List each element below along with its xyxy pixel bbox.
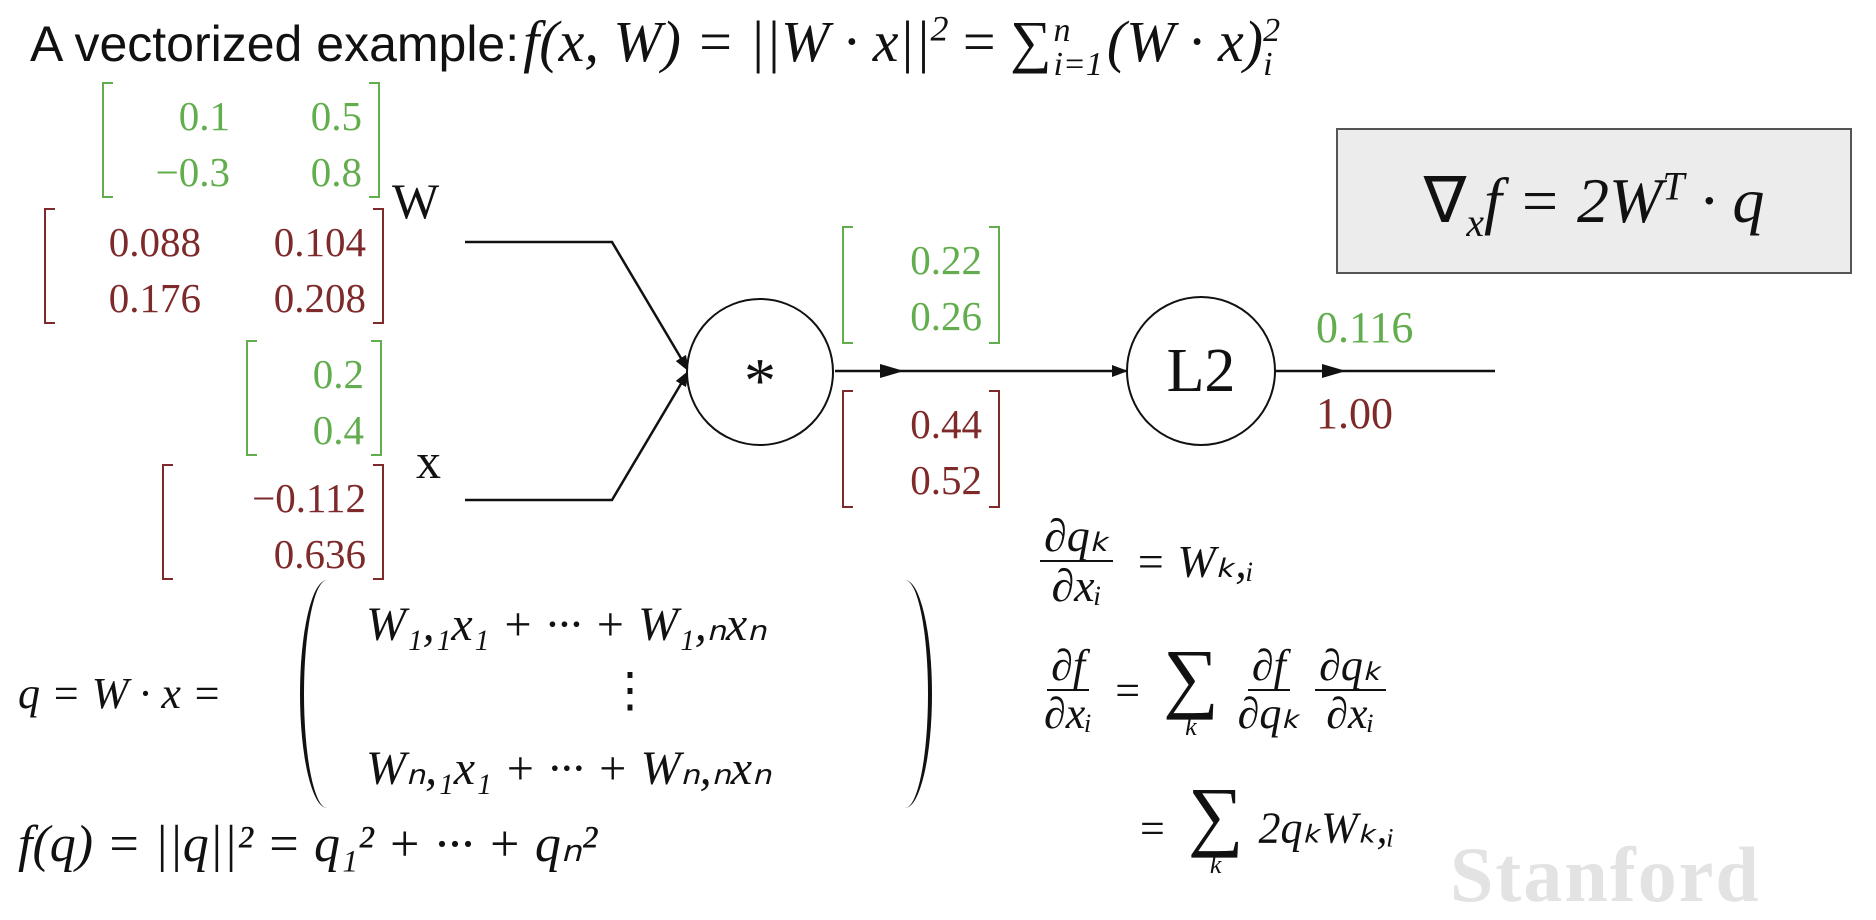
q-backward-vector: 0.44 0.52 bbox=[842, 390, 1000, 508]
f-definition: f(q) = ||q||² = q₁² + ··· + qₙ² bbox=[18, 816, 598, 873]
w-label: W bbox=[392, 173, 440, 229]
q-forward-vector: 0.22 0.26 bbox=[842, 226, 1000, 344]
q-left-paren bbox=[300, 580, 354, 808]
derivative-dq-dx: ∂qₖ∂xᵢ = Wₖ,ᵢ bbox=[1040, 511, 1254, 611]
x-backward-vector: −0.112 0.636 bbox=[162, 464, 384, 580]
derivative-df-dx: ∂f∂xᵢ = ∑k ∂f∂qₖ ∂qₖ∂xᵢ bbox=[1040, 637, 1386, 740]
q-right-paren bbox=[878, 580, 932, 808]
l2-node: L2 bbox=[1126, 296, 1276, 446]
x-forward-vector: 0.2 0.4 bbox=[246, 340, 382, 456]
nabla-symbol: ∇ bbox=[1423, 165, 1467, 236]
edge-w-to-multiply bbox=[465, 240, 690, 372]
slide-title: A vectorized example: f(x, W) = ||W · x|… bbox=[30, 8, 1280, 82]
q-row-2: Wₙ,₁x₁ + ··· + Wₙ,ₙxₙ bbox=[366, 742, 772, 795]
gradient-box: ∇xf = 2WT · q bbox=[1336, 128, 1852, 274]
l2-forward-value: 0.116 bbox=[1316, 303, 1414, 352]
q-vertical-dots: ⋮ bbox=[606, 664, 654, 717]
graph-wires bbox=[465, 240, 1495, 502]
title-text: A vectorized example: bbox=[30, 16, 520, 72]
multiply-node: * bbox=[686, 298, 834, 446]
stanford-watermark: Stanford bbox=[1450, 831, 1761, 918]
l2-backward-value: 1.00 bbox=[1316, 389, 1393, 438]
edge-x-to-multiply bbox=[465, 370, 690, 502]
w-forward-matrix: 0.1 0.5 −0.3 0.8 bbox=[102, 82, 380, 198]
derivative-result: = ∑k 2qₖWₖ,ᵢ bbox=[1140, 771, 1395, 880]
x-label: x bbox=[416, 433, 441, 489]
q-row-1: W₁,₁x₁ + ··· + W₁,ₙxₙ bbox=[366, 598, 767, 651]
w-backward-matrix: 0.088 0.104 0.176 0.208 bbox=[44, 208, 384, 324]
q-definition-lhs: q = W · x = bbox=[18, 669, 222, 718]
